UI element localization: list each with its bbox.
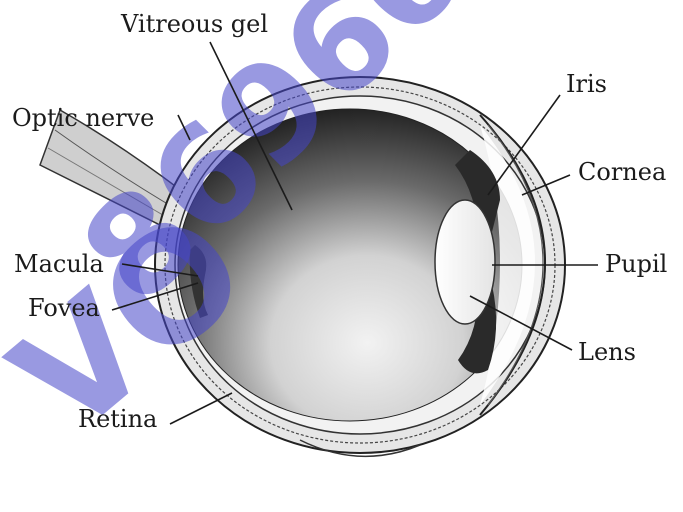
- leader-fovea: [112, 283, 198, 310]
- leader-iris: [488, 95, 560, 195]
- label-cornea: Cornea: [578, 160, 666, 184]
- label-lens: Lens: [578, 340, 636, 364]
- leader-retina: [170, 393, 232, 424]
- label-pupil: Pupil: [605, 252, 667, 276]
- label-retina: Retina: [78, 407, 157, 431]
- label-iris: Iris: [566, 72, 607, 96]
- label-optic-nerve: Optic nerve: [12, 106, 154, 130]
- label-macula: Macula: [14, 252, 104, 276]
- leader-vitreous-gel: [210, 42, 292, 210]
- label-vitreous-gel: Vitreous gel: [121, 12, 268, 36]
- leader-macula: [122, 264, 198, 276]
- label-fovea: Fovea: [28, 296, 100, 320]
- leader-lens: [470, 296, 572, 350]
- leader-cornea: [522, 175, 570, 195]
- leader-optic-nerve: [178, 115, 190, 140]
